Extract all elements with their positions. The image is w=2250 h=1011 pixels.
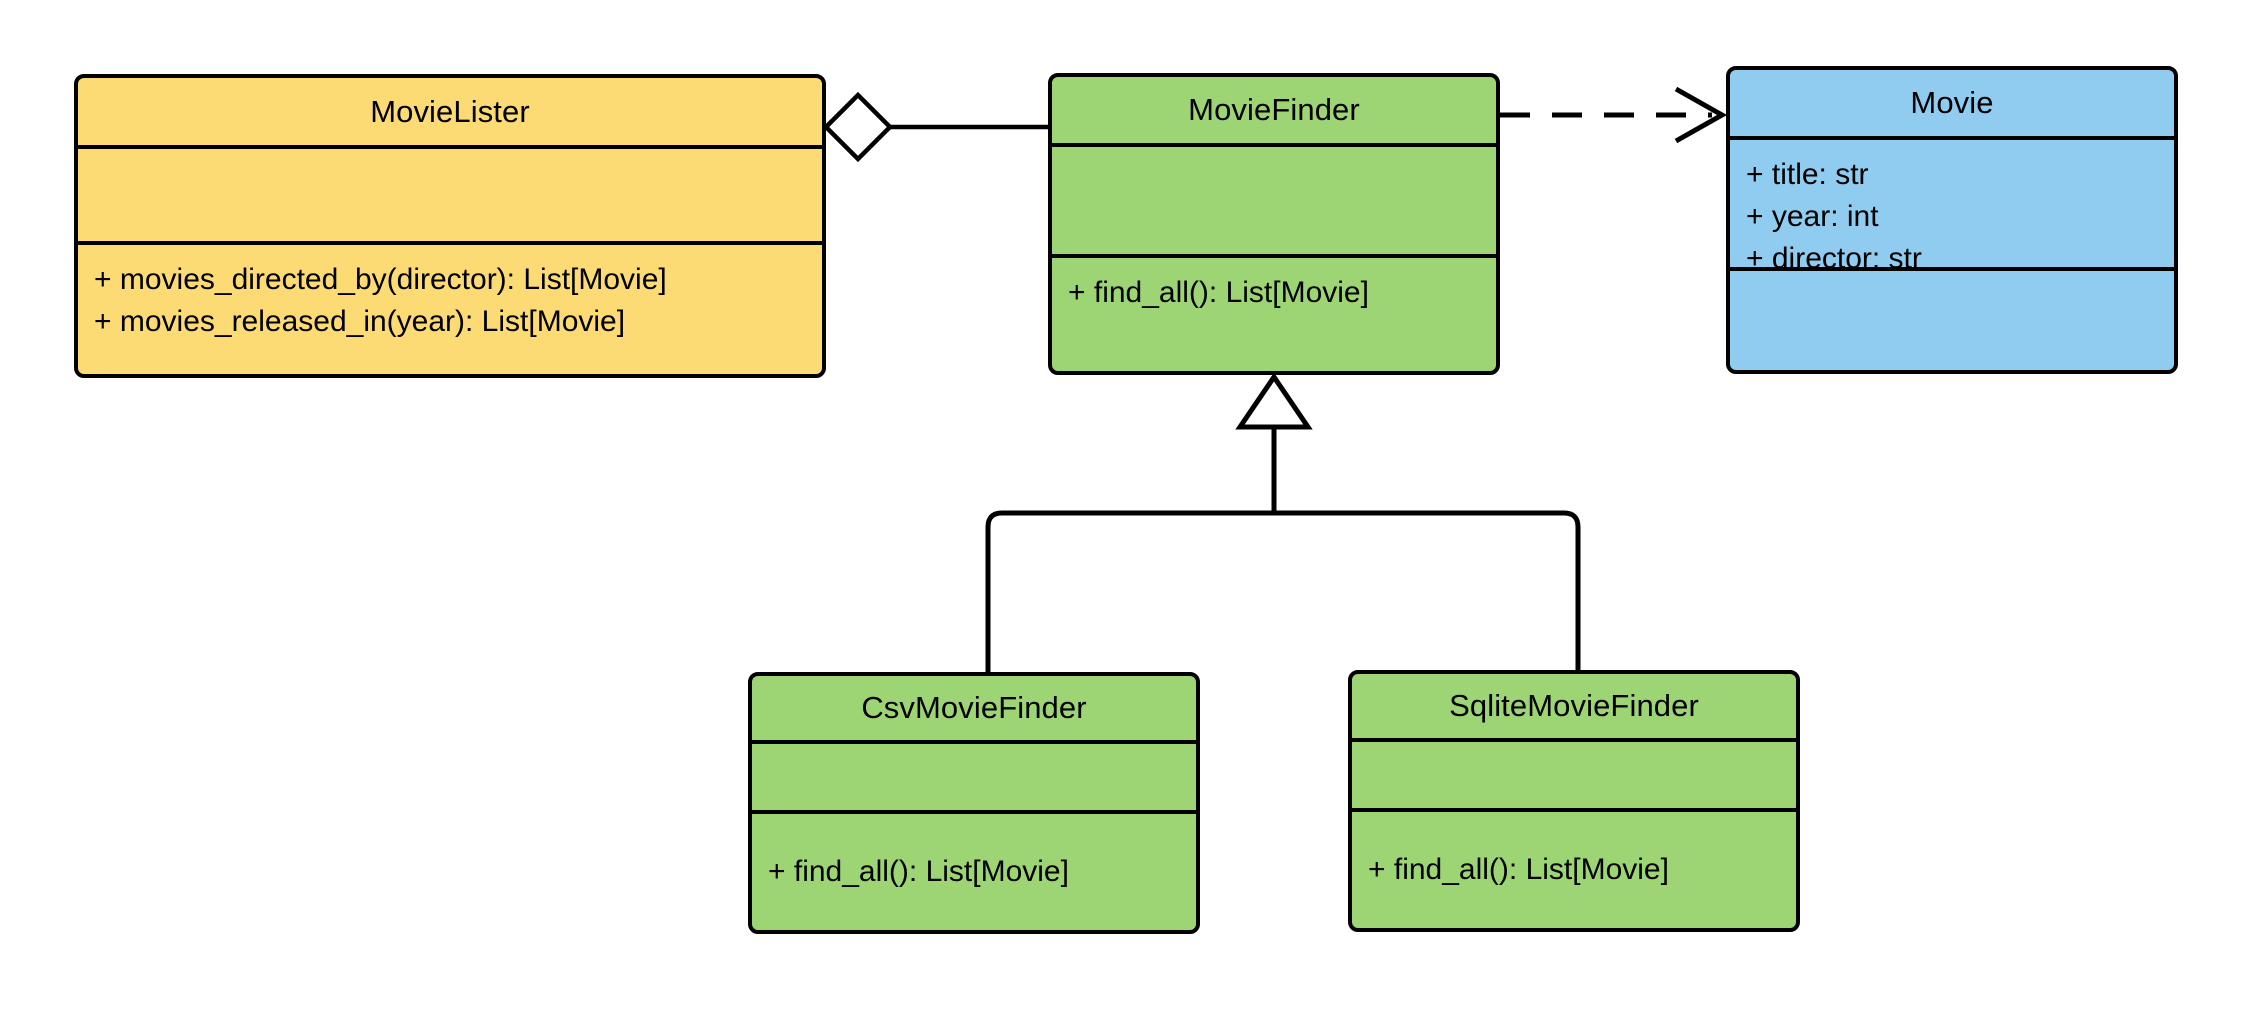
class-box-moviefinder[interactable]: MovieFinder + find_all(): List[Movie] bbox=[1048, 73, 1500, 375]
methods-compartment-sqlitemoviefinder: + find_all(): List[Movie] bbox=[1352, 808, 1796, 928]
method-item: + movies_released_in(year): List[Movie] bbox=[94, 305, 626, 338]
open-arrow-icon bbox=[1674, 86, 1728, 144]
method-item: + find_all(): List[Movie] bbox=[1068, 276, 1369, 309]
class-box-movie[interactable]: Movie + title: str + year: int + directo… bbox=[1726, 66, 2178, 374]
methods-compartment-moviefinder: + find_all(): List[Movie] bbox=[1052, 254, 1496, 371]
class-box-movielister[interactable]: MovieLister + movies_directed_by(directo… bbox=[74, 74, 826, 378]
class-box-sqlitemoviefinder[interactable]: SqliteMovieFinder + find_all(): List[Mov… bbox=[1348, 670, 1800, 932]
attributes-compartment-moviefinder bbox=[1052, 143, 1496, 254]
method-item: + find_all(): List[Movie] bbox=[768, 855, 1069, 888]
class-name-movie: Movie bbox=[1910, 85, 1994, 120]
generalization-branch-sqlite bbox=[1274, 510, 1581, 670]
method-item: + find_all(): List[Movie] bbox=[1368, 853, 1669, 886]
attributes-compartment-csvmoviefinder bbox=[752, 740, 1196, 810]
attributes-compartment-movielister bbox=[78, 145, 822, 241]
methods-compartment-movielister: + movies_directed_by(director): List[Mov… bbox=[78, 241, 822, 374]
attribute-item: + year: int bbox=[1746, 200, 1879, 233]
class-name-csvmoviefinder: CsvMovieFinder bbox=[861, 690, 1087, 725]
methods-compartment-movie bbox=[1730, 267, 2174, 370]
attributes-compartment-movie: + title: str + year: int + director: str bbox=[1730, 136, 2174, 275]
generalization-edge-tree bbox=[985, 372, 1581, 672]
aggregation-edge-movielister-moviefinder bbox=[822, 91, 1048, 163]
generalization-branch-csv bbox=[985, 510, 1274, 672]
hollow-triangle-icon bbox=[1235, 372, 1313, 430]
class-name-movielister: MovieLister bbox=[370, 93, 530, 129]
methods-compartment-csvmoviefinder: + find_all(): List[Movie] bbox=[752, 810, 1196, 930]
class-box-csvmoviefinder[interactable]: CsvMovieFinder + find_all(): List[Movie] bbox=[748, 672, 1200, 934]
dependency-edge-moviefinder-movie bbox=[1500, 86, 1728, 144]
class-name-moviefinder: MovieFinder bbox=[1188, 92, 1360, 127]
class-name-sqlitemoviefinder: SqliteMovieFinder bbox=[1449, 688, 1699, 723]
attribute-item: + title: str bbox=[1746, 158, 1869, 191]
attributes-compartment-sqlitemoviefinder bbox=[1352, 738, 1796, 808]
hollow-diamond-icon bbox=[822, 91, 894, 163]
method-item: + movies_directed_by(director): List[Mov… bbox=[94, 263, 667, 296]
